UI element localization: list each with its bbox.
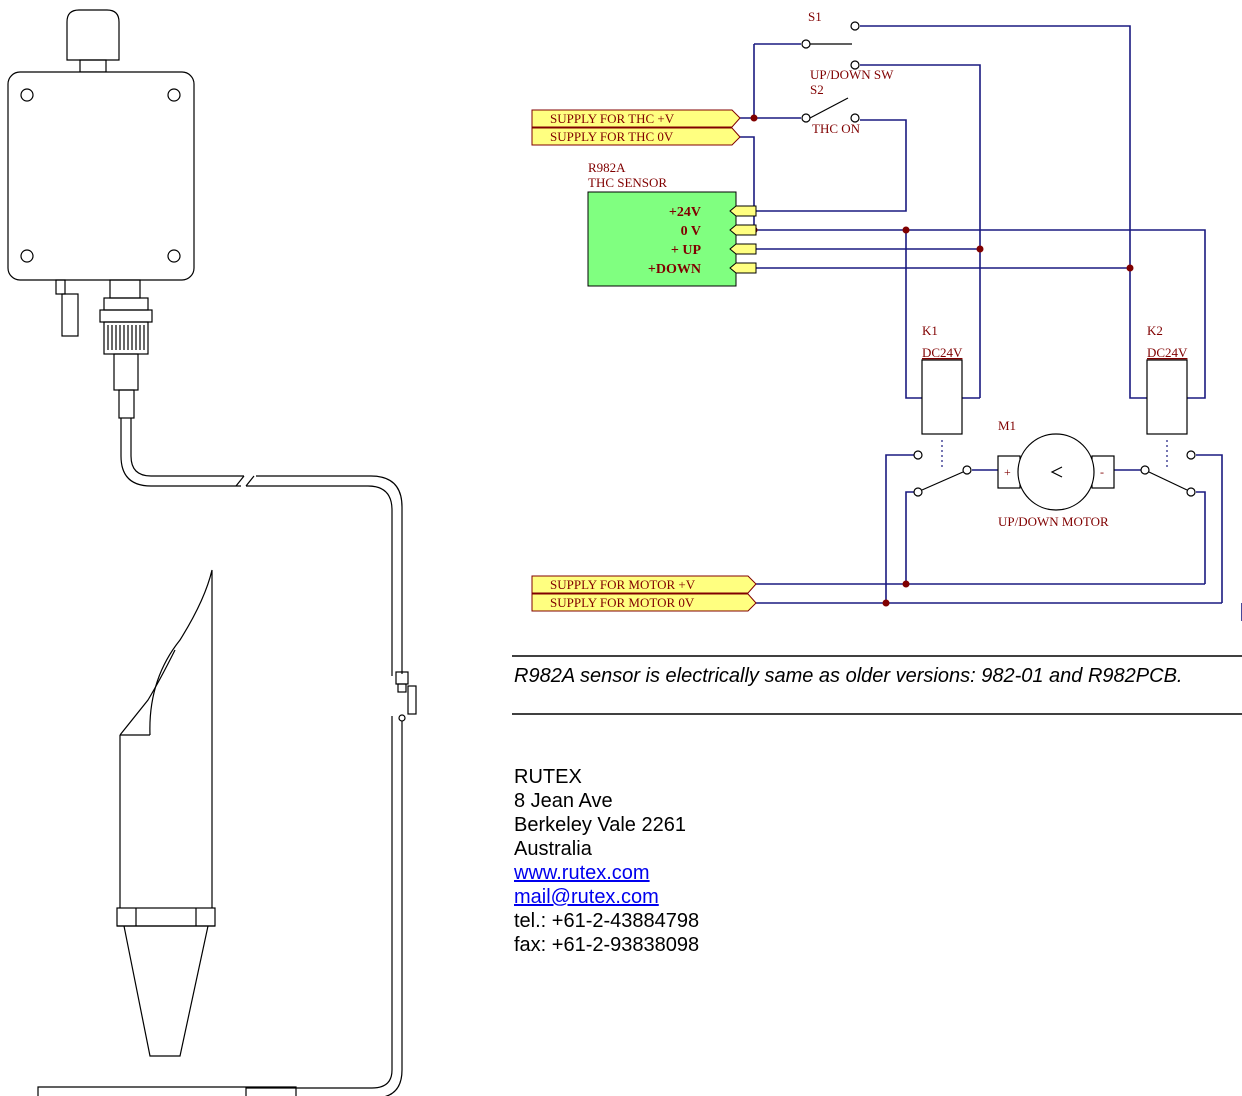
wires [740, 25, 1242, 621]
k1-type-label: DC24V [922, 345, 963, 360]
m1-label: M1 [998, 418, 1016, 433]
m1-name-label: UP/DOWN MOTOR [998, 514, 1109, 529]
sensor-name-label: THC SENSOR [588, 175, 667, 190]
supply-motor-pos-label: SUPPLY FOR MOTOR +V [550, 577, 696, 592]
supply-thc-pos-label: SUPPLY FOR THC +V [550, 111, 675, 126]
sensor-model-label: R982A [588, 160, 626, 175]
company-name: RUTEX [514, 766, 582, 788]
schematic: SUPPLY FOR THC +V SUPPLY FOR THC 0V SUPP… [512, 9, 1242, 715]
compatibility-note: R982A sensor is electrically same as old… [514, 665, 1183, 687]
supply-flags [531, 109, 757, 612]
pin-down-label: +DOWN [648, 262, 701, 277]
pin-24v-label: +24V [669, 205, 701, 220]
pin-0v-label: 0 V [681, 224, 701, 239]
motor-minus-label: - [1100, 465, 1104, 479]
thc-sensor-block [587, 191, 737, 287]
pin-up-label: + UP [671, 243, 702, 258]
fax: fax: +61-2-93838098 [514, 934, 700, 956]
telephone: tel.: +61-2-43884798 [514, 910, 700, 932]
email-link[interactable]: mail@rutex.com [514, 886, 659, 908]
motor-plus-label: + [1004, 465, 1011, 479]
s1-name-label: UP/DOWN SW [810, 67, 894, 82]
relay-k1-coil [921, 359, 963, 435]
country: Australia [514, 838, 592, 860]
k1-label: K1 [922, 323, 938, 338]
sensor-pin-ports [729, 205, 757, 274]
motor-m1 [997, 433, 1115, 511]
k2-label: K2 [1147, 323, 1163, 338]
website-link[interactable]: www.rutex.com [514, 862, 650, 884]
city-address: Berkeley Vale 2261 [514, 814, 686, 836]
relay-k2-coil [1146, 359, 1188, 435]
s2-name-label: THC ON [812, 121, 861, 136]
supply-motor-neg-label: SUPPLY FOR MOTOR 0V [550, 595, 695, 610]
s2-label: S2 [810, 82, 824, 97]
street-address: 8 Jean Ave [514, 790, 613, 812]
k2-type-label: DC24V [1147, 345, 1188, 360]
s1-label: S1 [808, 9, 822, 24]
supply-thc-neg-label: SUPPLY FOR THC 0V [550, 129, 674, 144]
relays [921, 359, 1188, 435]
switch-contacts [801, 21, 1196, 497]
contact-address: RUTEX 8 Jean Ave Berkeley Vale 2261 Aust… [514, 765, 699, 957]
sensor-assembly-drawing [7, 9, 417, 1096]
